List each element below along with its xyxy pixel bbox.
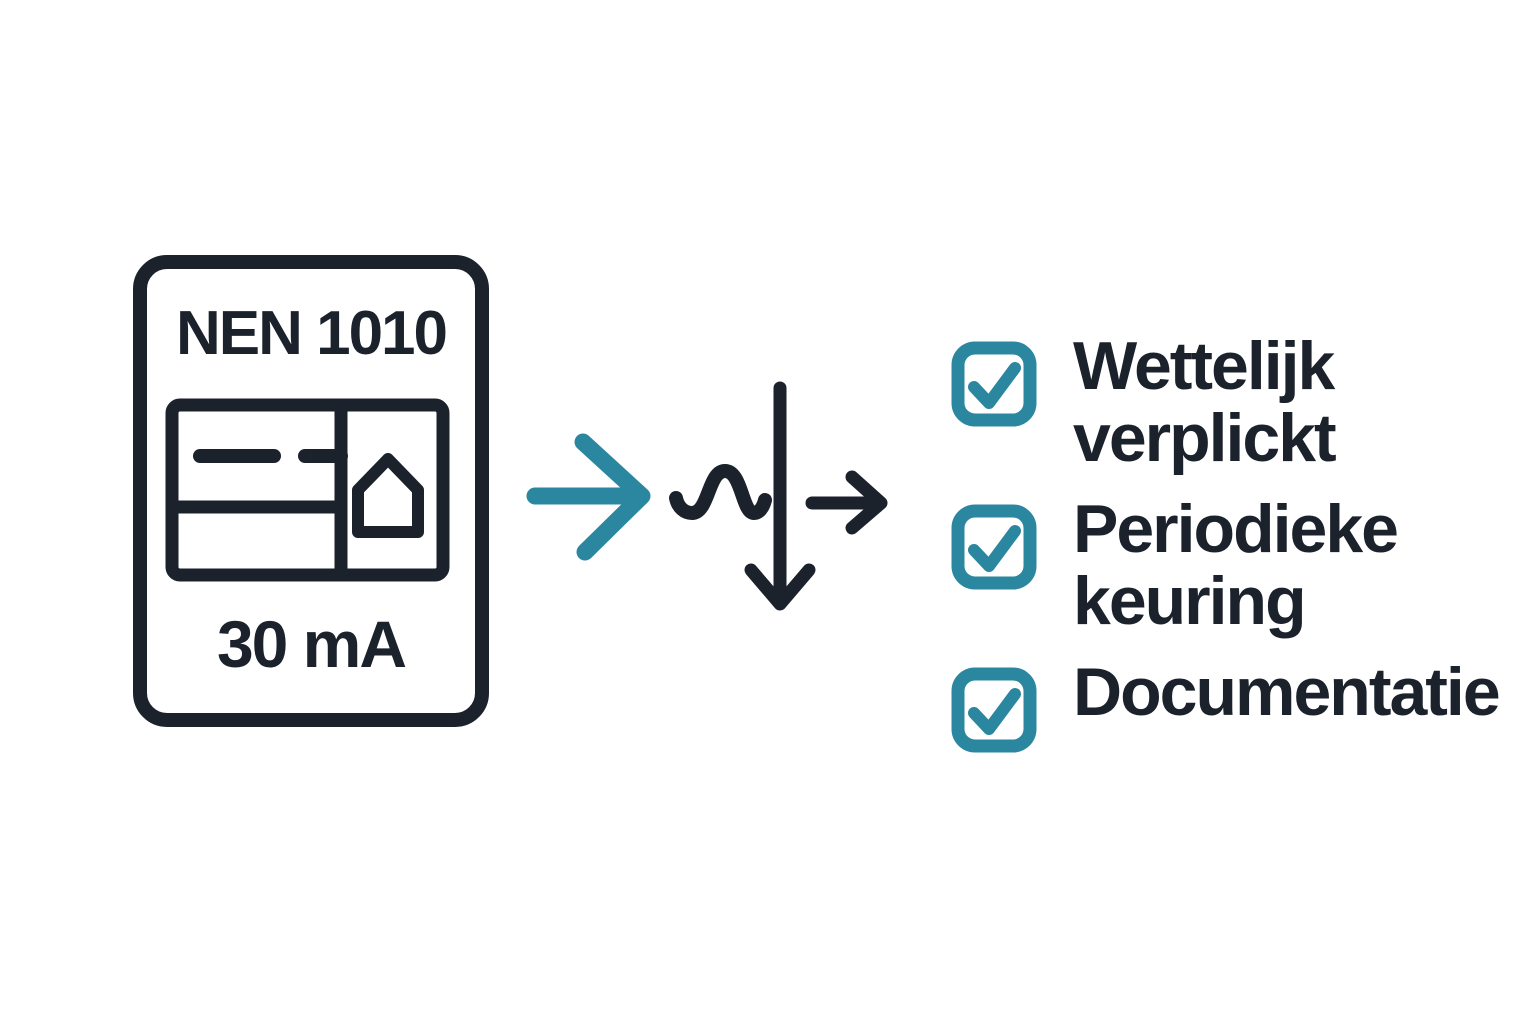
- rcd-device-diagram-icon: [165, 398, 450, 582]
- card-rating: 30 mA: [216, 607, 407, 681]
- card-title: NEN 1010: [175, 299, 448, 368]
- checkbox-checked-icon: [951, 341, 1037, 427]
- checklist-item: Wettelijk verplickt: [950, 330, 1533, 474]
- checkbox-checked-icon: [951, 504, 1037, 590]
- checklist-label: Wettelijk verplickt: [1073, 328, 1337, 476]
- arrow-right-teal-icon: [526, 433, 651, 561]
- residual-current-wave-icon: [669, 463, 772, 521]
- flow-arrows: [526, 381, 888, 611]
- checkbox-checked-icon: [951, 667, 1037, 753]
- checklist-label: Documentatie: [1073, 654, 1501, 730]
- arrow-down-icon: [744, 381, 816, 611]
- checklist-item: Documentatie: [950, 656, 1501, 754]
- house-icon: [352, 453, 424, 538]
- arrow-right-small-icon: [805, 470, 888, 535]
- device-body-outline: [165, 398, 450, 582]
- checklist-item: Periodieke keuring: [950, 493, 1533, 637]
- checklist-label: Periodieke keuring: [1073, 491, 1399, 639]
- nen1010-card: NEN 1010 30 mA: [133, 255, 489, 727]
